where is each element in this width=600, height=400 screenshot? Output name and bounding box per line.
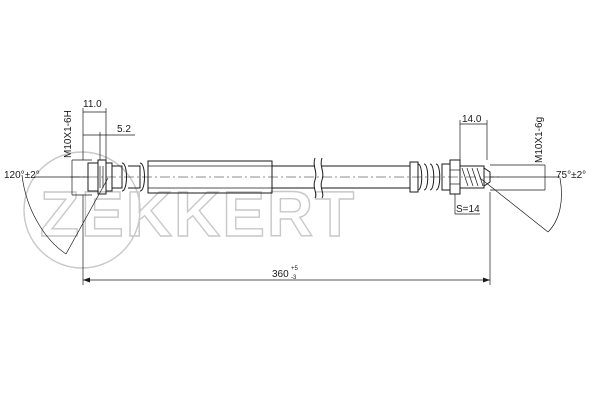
right-thread-label: M10X1-6g [534, 117, 545, 163]
dim-left-small: 5.2 [83, 124, 135, 160]
dim-left-angle: 120°±2° [4, 170, 109, 255]
wrench-size-label: S=14 [456, 204, 480, 215]
left-small-label: 5.2 [117, 124, 131, 135]
logo-circle [23, 151, 141, 269]
logo-wordmark: ZEKKERT [40, 178, 356, 250]
right-fitting [409, 159, 491, 195]
overall-length-label: 360 [272, 269, 289, 280]
dim-right-angle: 75°±2° [479, 170, 586, 233]
zekkert-logo-watermark: ZEKKERT [23, 151, 356, 269]
dim-overall-length: 360 +5 -3 [82, 192, 491, 285]
wrench-size-callout: S=14 [454, 194, 480, 215]
overall-tol-lower: -3 [291, 275, 297, 281]
left-angle-label: 120°±2° [4, 170, 40, 181]
left-thread-label: M10X1-6H [63, 110, 74, 158]
left-length-label: 11.0 [83, 99, 102, 110]
hose-body [147, 157, 410, 199]
overall-tol-upper: +5 [291, 266, 299, 272]
right-length-label: 14.0 [462, 114, 482, 125]
dim-right-length: 14.0 [459, 114, 488, 160]
left-fitting [87, 159, 145, 195]
right-angle-label: 75°±2° [556, 170, 586, 181]
dim-left-length: 11.0 [82, 99, 107, 160]
